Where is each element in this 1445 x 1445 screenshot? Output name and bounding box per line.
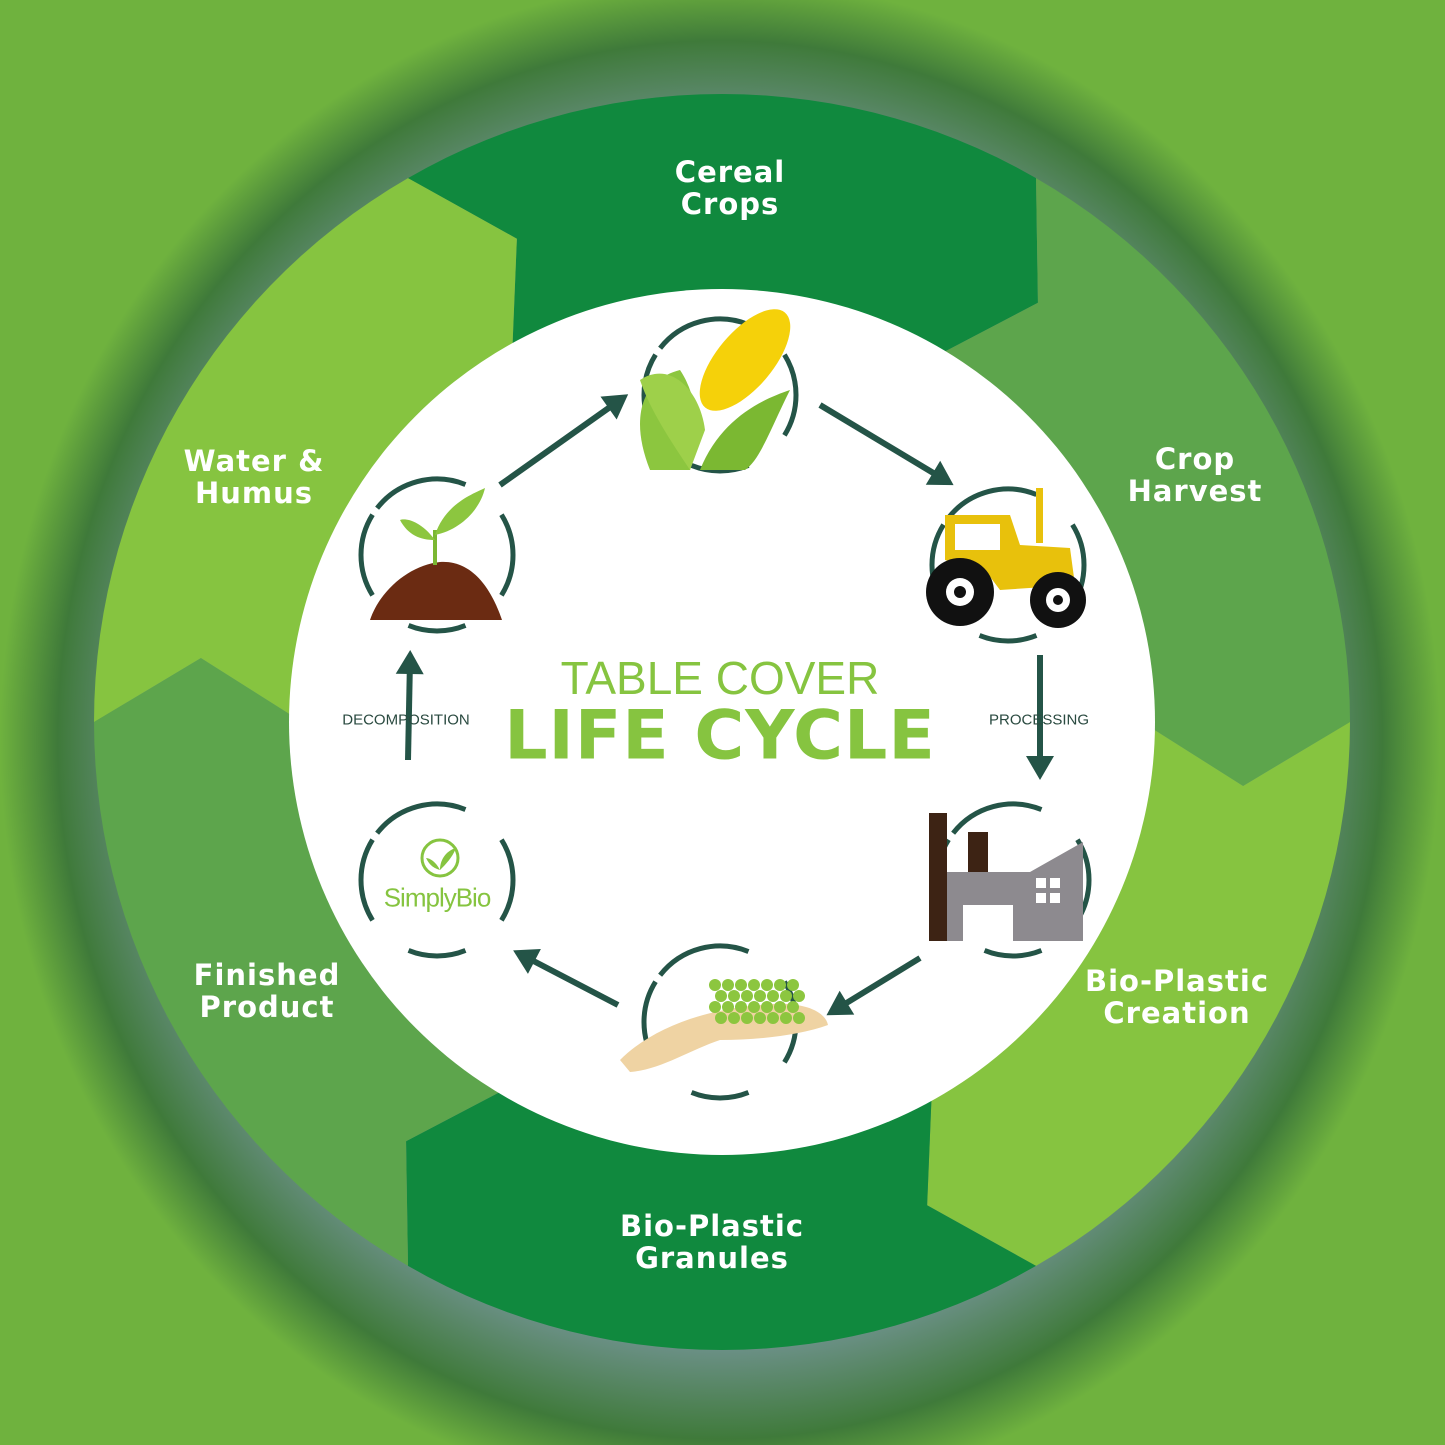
label-line: Cereal xyxy=(674,155,786,189)
cycle-arrow xyxy=(498,397,622,488)
title-line-1: TABLE COVER xyxy=(560,652,880,704)
arrow-head-icon xyxy=(600,394,629,420)
title-line-2: LIFE CYCLE xyxy=(504,696,936,776)
label-line: Bio-Plastic xyxy=(1084,964,1270,998)
granule xyxy=(709,1001,721,1013)
hand-granules-icon xyxy=(620,979,828,1072)
label-line: Harvest xyxy=(1127,474,1263,508)
cycle-arrow xyxy=(833,955,922,1013)
granule xyxy=(741,990,753,1002)
segment-label-water-humus: Water &Humus xyxy=(184,445,325,509)
granule xyxy=(722,1001,734,1013)
cycle-arrow xyxy=(520,952,620,1008)
cycle-arrow xyxy=(818,402,947,483)
segment-2 xyxy=(927,722,1350,1266)
label-line: Product xyxy=(199,990,335,1024)
icon-frame-arc xyxy=(978,633,1038,644)
label-line: Crops xyxy=(680,187,780,221)
cycle-arrow xyxy=(405,659,413,761)
granule xyxy=(754,1012,766,1024)
arrow-head-icon xyxy=(826,990,855,1016)
granule xyxy=(735,979,747,991)
icon-frame-arc xyxy=(690,1090,750,1101)
granule xyxy=(722,979,734,991)
label-line: Finished xyxy=(193,958,341,992)
icon-frame-arc xyxy=(407,948,467,959)
segment-5 xyxy=(94,178,517,722)
granule xyxy=(748,1001,760,1013)
granule xyxy=(754,990,766,1002)
segment-4 xyxy=(94,658,512,1266)
granule xyxy=(715,990,727,1002)
granule xyxy=(761,979,773,991)
granule xyxy=(787,1001,799,1013)
seedling-soil-icon xyxy=(370,488,502,620)
simplybio-logo-icon xyxy=(420,838,460,878)
granule xyxy=(793,1012,805,1024)
granule xyxy=(728,1012,740,1024)
arrow-head-icon xyxy=(513,949,541,974)
granule xyxy=(735,1001,747,1013)
label-line: Water & xyxy=(183,444,325,478)
icon-frame-arc xyxy=(375,476,467,510)
icon-frame-arc xyxy=(946,486,1038,520)
granule xyxy=(774,1001,786,1013)
granule xyxy=(780,990,792,1002)
icon-frame-arc xyxy=(951,801,1043,835)
granule xyxy=(741,1012,753,1024)
granule xyxy=(787,979,799,991)
segment-0 xyxy=(408,94,1038,359)
icon-frame-arc xyxy=(358,838,375,922)
arrow-head-icon xyxy=(395,650,424,675)
icon-frame-arc xyxy=(983,948,1043,959)
icon-frame-arc xyxy=(782,353,799,437)
simplybio-logo-text: SimplyBio xyxy=(383,882,492,913)
arrow-head-icon xyxy=(925,460,954,486)
granule xyxy=(715,1012,727,1024)
segment-1 xyxy=(932,178,1350,786)
decomposition-label: DECOMPOSITION xyxy=(342,711,470,729)
granule xyxy=(709,979,721,991)
segment-3 xyxy=(406,1085,1036,1350)
granule xyxy=(793,990,805,1002)
label-line: Bio-Plastic xyxy=(619,1209,805,1243)
label-line: Granules xyxy=(635,1241,789,1275)
icon-frame-arc xyxy=(499,513,516,597)
label-line: Humus xyxy=(194,476,314,510)
icon-frame-arc xyxy=(375,801,467,835)
granule xyxy=(767,990,779,1002)
icon-frame-arc xyxy=(358,513,375,597)
corn-icon xyxy=(640,309,791,470)
arrow-head-icon xyxy=(1026,756,1054,780)
factory-icon xyxy=(929,813,1083,941)
icon-frame-arc xyxy=(407,623,467,634)
icon-frame-arc xyxy=(658,316,750,350)
granule xyxy=(728,990,740,1002)
granule xyxy=(767,1012,779,1024)
granule xyxy=(774,979,786,991)
icon-frame-arc xyxy=(499,838,516,922)
tractor-icon xyxy=(926,488,1086,628)
icon-frame-arc xyxy=(658,943,750,977)
granule xyxy=(780,1012,792,1024)
segment-ring xyxy=(94,94,1350,1350)
granule xyxy=(761,1001,773,1013)
granule xyxy=(748,979,760,991)
processing-label: PROCESSING xyxy=(988,711,1090,729)
label-line: Creation xyxy=(1103,996,1251,1030)
label-line: Crop xyxy=(1154,442,1236,476)
